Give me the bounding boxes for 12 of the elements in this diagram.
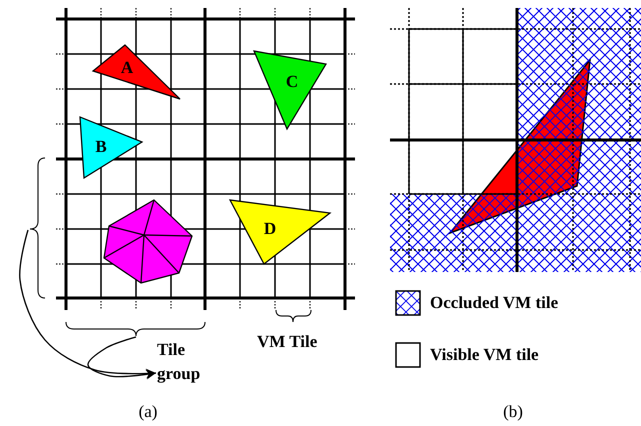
curved-arrow (19, 230, 156, 379)
legend-label: Visible VM tile (430, 345, 539, 365)
shape-label: A (120, 58, 134, 78)
panel-caption: (b) (503, 402, 523, 422)
callout-text: VM Tile (257, 332, 318, 352)
curved-arrow (87, 336, 156, 380)
panel-caption: (a) (138, 402, 158, 422)
callout-text: Tile group (157, 338, 219, 386)
legend-label: Occluded VM tile (430, 293, 558, 313)
shape-label: D (264, 219, 276, 239)
shape-label: B (95, 137, 107, 157)
shape-label: C (286, 72, 298, 92)
